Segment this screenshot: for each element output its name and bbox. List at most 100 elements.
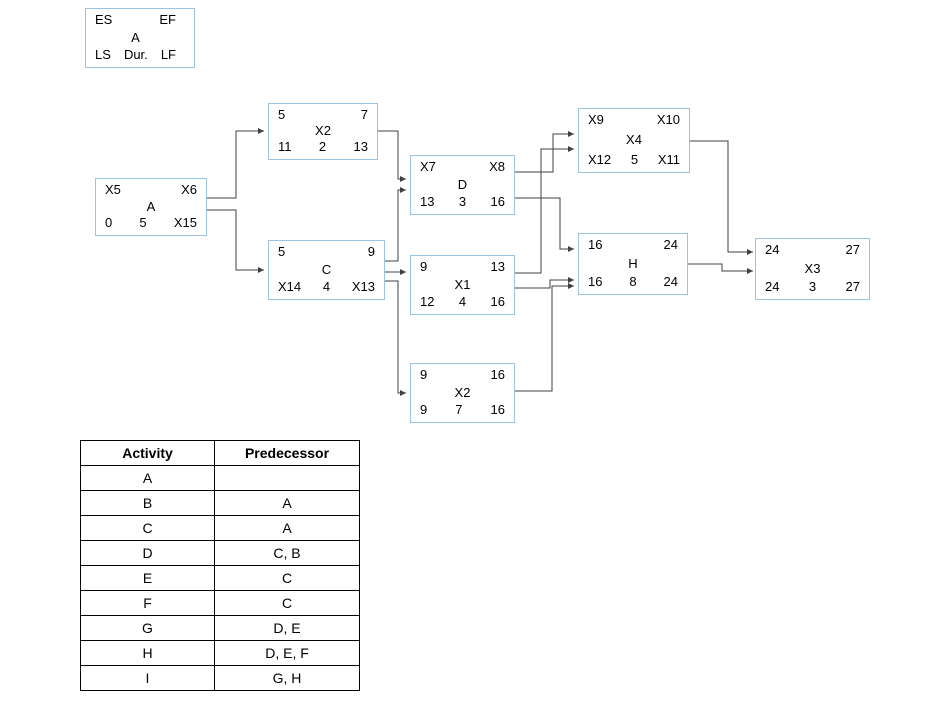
node-b-label: X2	[315, 123, 331, 139]
predecessor-cell: C, B	[214, 540, 360, 566]
arrow-f-to-h	[515, 283, 574, 392]
arrow-d-to-g	[515, 131, 574, 173]
node-b-lf: 13	[353, 139, 368, 155]
legend-es-label: ES	[95, 12, 113, 27]
node-h-es: 16	[588, 237, 603, 252]
node-g-es: X9	[588, 112, 604, 127]
activity-cell: C	[80, 515, 215, 541]
arrow-b-to-d	[378, 130, 406, 182]
node-g: X9 X10 X4 X12 5 X11	[578, 108, 690, 173]
node-a-ef: X6	[181, 182, 197, 197]
activity-cell: A	[80, 465, 215, 491]
node-c-lf: X13	[351, 279, 375, 295]
arrow-h-to-i	[688, 263, 753, 274]
predecessor-cell: A	[214, 515, 360, 541]
activity-cell: E	[80, 565, 215, 591]
legend-bottom-row: LS Dur. LF	[95, 47, 176, 63]
node-d-ls: 13	[420, 194, 435, 210]
predecessor-cell: C	[214, 565, 360, 591]
node-a-lf: X15	[173, 215, 197, 231]
node-a: X5 X6 A 0 5 X15	[95, 178, 207, 236]
table-row: D C, B	[80, 540, 360, 566]
activity-cell: G	[80, 615, 215, 641]
predecessor-cell: D, E, F	[214, 640, 360, 666]
node-c-dur: 4	[322, 279, 331, 295]
arrow-d-to-h	[515, 197, 574, 252]
node-f-ef: 16	[490, 367, 505, 382]
table-header-row: Activity Predecessor	[80, 440, 360, 466]
node-h-lf: 24	[663, 274, 678, 290]
activity-cell: F	[80, 590, 215, 616]
arrow-c-to-f	[385, 280, 406, 396]
table-row: G D, E	[80, 615, 360, 641]
node-c-es: 5	[278, 244, 286, 259]
activity-cell: H	[80, 640, 215, 666]
node-e-label: X1	[454, 276, 471, 292]
node-i-ls: 24	[765, 279, 780, 295]
node-a-dur: 5	[139, 215, 147, 231]
node-d-ef: X8	[489, 159, 505, 174]
node-h-ls: 16	[588, 274, 603, 290]
node-a-es: X5	[105, 182, 121, 197]
arrow-a-to-b	[207, 128, 264, 199]
table-row: F C	[80, 590, 360, 616]
header-activity: Activity	[80, 440, 215, 466]
predecessor-cell: D, E	[214, 615, 360, 641]
node-a-label: A	[146, 198, 156, 214]
node-d-label: D	[457, 176, 468, 192]
node-b-es: 5	[278, 107, 286, 122]
node-f-lf: 16	[490, 402, 505, 418]
node-f-label: X2	[454, 384, 471, 400]
table-row: I G, H	[80, 665, 360, 691]
node-g-ls: X12	[588, 152, 612, 168]
node-c-label: C	[321, 261, 332, 277]
legend-ls-label: LS	[95, 47, 111, 63]
legend-activity-label: A	[131, 29, 140, 45]
node-g-label: X4	[626, 132, 642, 148]
node-b-ls: 11	[278, 139, 292, 155]
predecessor-cell	[214, 465, 360, 491]
node-b-dur: 2	[318, 139, 327, 155]
arrow-e-to-g	[515, 146, 574, 274]
activity-cell: D	[80, 540, 215, 566]
node-e-lf: 16	[490, 294, 505, 310]
node-g-ef: X10	[656, 112, 680, 127]
node-g-dur: 5	[630, 152, 639, 168]
node-g-lf: X11	[657, 152, 680, 168]
table-row: A	[80, 465, 360, 491]
node-f: 9 16 X2 9 7 16	[410, 363, 515, 423]
legend-top-row: ES EF	[95, 12, 176, 28]
node-i-label: X3	[804, 260, 821, 276]
table-row: C A	[80, 515, 360, 541]
node-h-ef: 24	[663, 237, 678, 252]
legend-box: ES EF A LS Dur. LF	[85, 8, 195, 68]
node-i-dur: 3	[808, 279, 817, 295]
node-f-ls: 9	[420, 402, 428, 418]
node-h-dur: 8	[629, 274, 637, 290]
table-row: H D, E, F	[80, 640, 360, 666]
node-e-ef: 13	[490, 259, 505, 274]
node-f-dur: 7	[455, 402, 463, 418]
node-h-label: H	[628, 255, 638, 271]
node-f-es: 9	[420, 367, 428, 382]
predecessor-cell: C	[214, 590, 360, 616]
node-e-dur: 4	[458, 294, 467, 310]
node-e-es: 9	[420, 259, 428, 274]
node-c-ls: X14	[278, 279, 302, 295]
node-h: 16 24 H 16 8 24	[578, 233, 688, 295]
activity-cell: I	[80, 665, 215, 691]
table-row: B A	[80, 490, 360, 516]
arrow-e-to-h	[515, 277, 574, 289]
node-i-es: 24	[765, 242, 780, 257]
predecessor-table: Activity Predecessor A B A C A D C, B E	[80, 440, 360, 691]
node-d-dur: 3	[458, 194, 467, 210]
arrow-a-to-c	[207, 209, 264, 273]
arrow-g-to-i	[690, 140, 753, 255]
node-a-ls: 0	[105, 215, 113, 231]
node-d-lf: 16	[490, 194, 505, 210]
